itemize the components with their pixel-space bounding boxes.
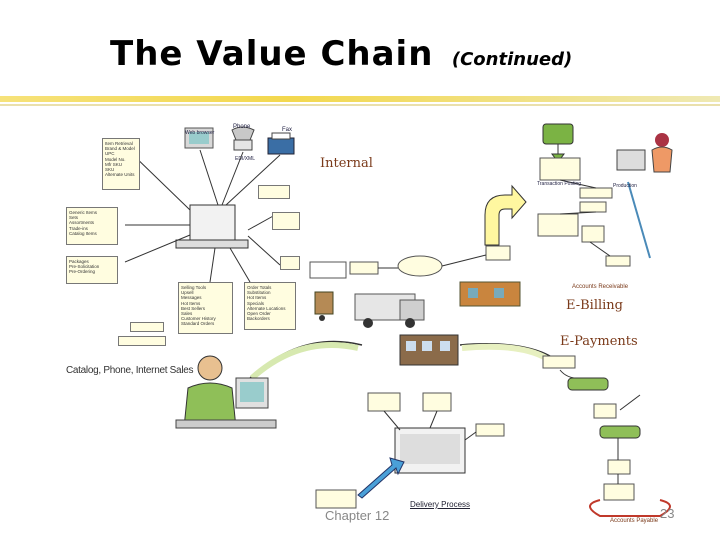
drop-ship-box — [130, 322, 164, 332]
internal-label: Internal — [320, 156, 373, 171]
pricing-box — [280, 256, 300, 270]
slide-subtitle: (Continued) — [451, 49, 573, 70]
operator-icon — [175, 355, 277, 429]
title-underline — [0, 96, 720, 102]
truck-icon — [354, 293, 425, 328]
storefront-icon — [399, 334, 459, 366]
installation-box — [118, 336, 166, 346]
accounts-receivable-label: Accounts Receivable — [572, 284, 629, 290]
warehouse-icon — [459, 281, 521, 307]
automatic-reminders-box — [258, 185, 290, 199]
production-label: Production — [613, 183, 637, 189]
title-underline-shadow — [0, 104, 720, 106]
phone-label: Phone — [233, 124, 251, 130]
window-reminders-box — [272, 212, 300, 230]
central-computer-icon — [175, 204, 249, 249]
fax-label: Fax — [282, 127, 293, 133]
computer-icon — [184, 127, 214, 149]
e-billing-label: E-Billing — [566, 298, 624, 313]
delivery-process-label: Delivery Process — [410, 500, 471, 509]
transaction-label: Transaction Posting — [537, 181, 582, 187]
accounts-payable-label: Accounts Payable — [610, 518, 659, 524]
office-worker-icon — [616, 133, 673, 173]
footer-chapter: Chapter 12 — [325, 508, 390, 523]
bent-arrow — [484, 184, 527, 246]
slide-title-wrap: The Value Chain (Continued) — [110, 34, 572, 74]
edi-label: EDI/XML — [235, 156, 256, 162]
slide-title: The Value Chain — [110, 34, 434, 74]
phone-icon — [231, 126, 255, 151]
web-browser-label: Web browser — [185, 130, 215, 136]
catalog-sales-label: Catalog, Phone, Internet Sales — [66, 365, 194, 376]
fax-icon — [267, 132, 295, 155]
handtruck-icon — [314, 291, 334, 321]
page-number: 23 — [660, 506, 675, 521]
e-payments-label: E-Payments — [560, 334, 638, 349]
